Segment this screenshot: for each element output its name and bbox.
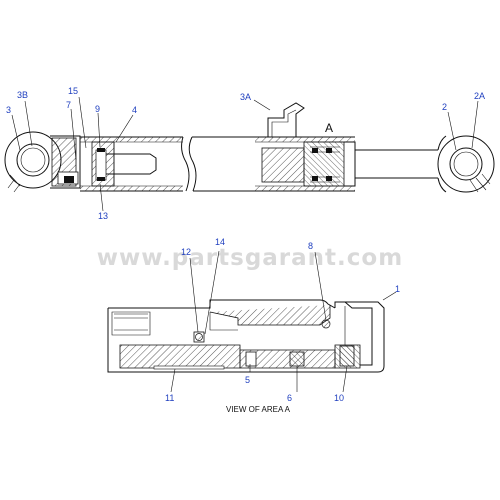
watermark: www.partsgarant.com xyxy=(97,245,403,271)
callout-14: 14 xyxy=(215,237,225,247)
callout-5: 5 xyxy=(245,375,250,385)
cylinder-head-block xyxy=(50,135,81,189)
piston-assembly xyxy=(91,141,157,187)
callout-2A: 2A xyxy=(474,91,485,101)
area-a-marker: A xyxy=(325,121,333,135)
hydraulic-port-fitting xyxy=(267,102,305,137)
view-caption: VIEW OF AREA A xyxy=(226,405,291,414)
callout-1: 1 xyxy=(395,284,400,294)
callout-7: 7 xyxy=(66,100,71,110)
rod-end-head xyxy=(261,141,356,187)
piston-rod xyxy=(355,149,438,179)
callout-3A: 3A xyxy=(240,92,251,102)
callout-10: 10 xyxy=(334,393,344,403)
callout-15: 15 xyxy=(68,86,78,96)
callout-12: 12 xyxy=(181,247,191,257)
cylinder-assembly xyxy=(4,96,495,212)
callout-8: 8 xyxy=(308,241,313,251)
callout-3: 3 xyxy=(6,105,11,115)
area-a-detail xyxy=(107,250,397,393)
callout-9: 9 xyxy=(95,104,100,114)
callout-11: 11 xyxy=(165,393,174,403)
callout-13: 13 xyxy=(98,211,108,221)
callout-3B: 3B xyxy=(17,90,28,100)
rod-end-eye xyxy=(437,135,495,193)
callout-2: 2 xyxy=(442,102,447,112)
callout-4: 4 xyxy=(132,105,137,115)
callout-6: 6 xyxy=(287,393,292,403)
top-leader-lines xyxy=(11,96,479,212)
